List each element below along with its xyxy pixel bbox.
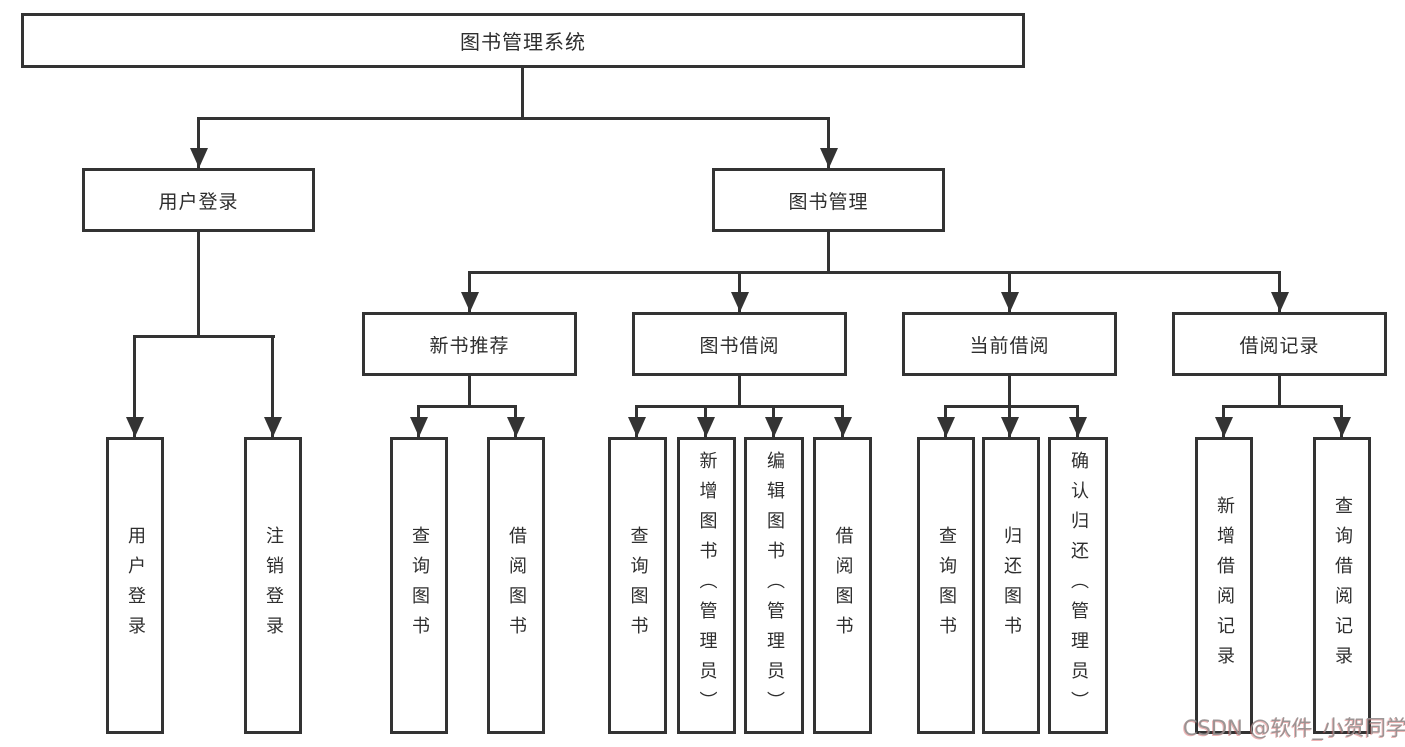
leaf-edit-books-admin: 编辑图书（管理员） (744, 437, 804, 734)
node-library-system: 图书管理系统 (21, 13, 1025, 68)
node-label: 借阅图书 (506, 525, 527, 646)
connector-line-h (197, 117, 830, 120)
leaf-logout: 注销登录 (244, 437, 302, 734)
connector-arrowhead-down (1001, 292, 1019, 312)
connector-arrowhead-down (1215, 417, 1233, 437)
leaf-query-books-recommend: 查询图书 (390, 437, 448, 734)
connector-line-v (271, 335, 274, 437)
connector-line-v (468, 271, 471, 312)
leaf-borrow-books-recommend: 借阅图书 (487, 437, 545, 734)
watermark: CSDN @软件_小贺同学 (1183, 716, 1405, 740)
connector-line-v (738, 376, 741, 408)
node-label: 注销登录 (263, 525, 284, 646)
node-label: 新书推荐 (429, 334, 510, 357)
node-label: 用户登录 (158, 190, 239, 213)
node-label: 查询图书 (627, 525, 649, 646)
node-label: 图书管理系统 (460, 30, 586, 54)
connector-line-h (468, 271, 1281, 274)
connector-line-v (1278, 271, 1281, 312)
connector-arrowhead-down (697, 417, 715, 437)
connector-arrowhead-down (1271, 292, 1289, 312)
connector-line-h (417, 405, 517, 408)
connector-arrowhead-down (461, 292, 479, 312)
connector-arrowhead-down (126, 417, 144, 437)
node-label: 编辑图书（管理员） (764, 450, 785, 721)
node-borrowing-records: 借阅记录 (1172, 312, 1387, 376)
node-label: 图书管理 (788, 190, 869, 213)
leaf-confirm-return-admin: 确认归还（管理员） (1048, 437, 1108, 734)
connector-arrowhead-down (410, 417, 428, 437)
node-label: 当前借阅 (969, 334, 1050, 357)
leaf-add-books-admin: 新增图书（管理员） (677, 437, 736, 734)
connector-arrowhead-down (1333, 417, 1351, 437)
connector-line-v (197, 117, 200, 168)
connector-arrowhead-down (1001, 417, 1019, 437)
connector-arrowhead-down (937, 417, 955, 437)
connector-line-v (133, 335, 136, 437)
connector-arrowhead-down (190, 148, 208, 168)
connector-line-v (827, 117, 830, 168)
node-label: 借阅记录 (1239, 334, 1320, 357)
connector-line-h (944, 405, 1079, 408)
node-label: 新增借阅记录 (1214, 495, 1235, 676)
connector-line-v (468, 376, 471, 408)
node-label: 新增图书（管理员） (696, 450, 718, 721)
connector-arrowhead-down (628, 417, 646, 437)
connector-line-v (1008, 376, 1011, 408)
leaf-add-borrow-record: 新增借阅记录 (1195, 437, 1253, 734)
connector-line-h (635, 405, 844, 408)
leaf-borrow-books: 借阅图书 (813, 437, 872, 734)
connector-arrowhead-down (264, 417, 282, 437)
node-book-borrowing: 图书借阅 (632, 312, 847, 376)
node-label: 查询图书 (409, 525, 430, 646)
connector-arrowhead-down (1069, 417, 1087, 437)
node-label: 确认归还（管理员） (1068, 450, 1089, 721)
node-label: 归还图书 (1001, 525, 1022, 646)
connector-arrowhead-down (731, 292, 749, 312)
connector-arrowhead-down (834, 417, 852, 437)
connector-line-v (738, 271, 741, 312)
leaf-return-books: 归还图书 (982, 437, 1040, 734)
connector-line-v (197, 232, 200, 335)
node-label: 图书借阅 (699, 334, 780, 357)
leaf-query-books-borrow: 查询图书 (608, 437, 667, 734)
connector-line-v (521, 68, 524, 120)
connector-line-v (1008, 271, 1011, 312)
connector-line-h (133, 335, 275, 338)
node-current-borrowing: 当前借阅 (902, 312, 1117, 376)
node-label: 查询借阅记录 (1332, 495, 1353, 676)
connector-line-h (1222, 405, 1343, 408)
leaf-user-login: 用户登录 (106, 437, 164, 734)
node-label: 查询图书 (936, 525, 957, 646)
node-user-login: 用户登录 (82, 168, 315, 232)
connector-arrowhead-down (507, 417, 525, 437)
node-label: 借阅图书 (832, 525, 854, 646)
leaf-query-books-current: 查询图书 (917, 437, 975, 734)
node-book-management: 图书管理 (712, 168, 945, 232)
leaf-query-borrow-record: 查询借阅记录 (1313, 437, 1371, 734)
connector-arrowhead-down (820, 148, 838, 168)
connector-line-v (827, 232, 830, 274)
connector-line-v (1278, 376, 1281, 408)
connector-arrowhead-down (765, 417, 783, 437)
node-new-book-recommendation: 新书推荐 (362, 312, 577, 376)
node-label: 用户登录 (125, 525, 146, 646)
